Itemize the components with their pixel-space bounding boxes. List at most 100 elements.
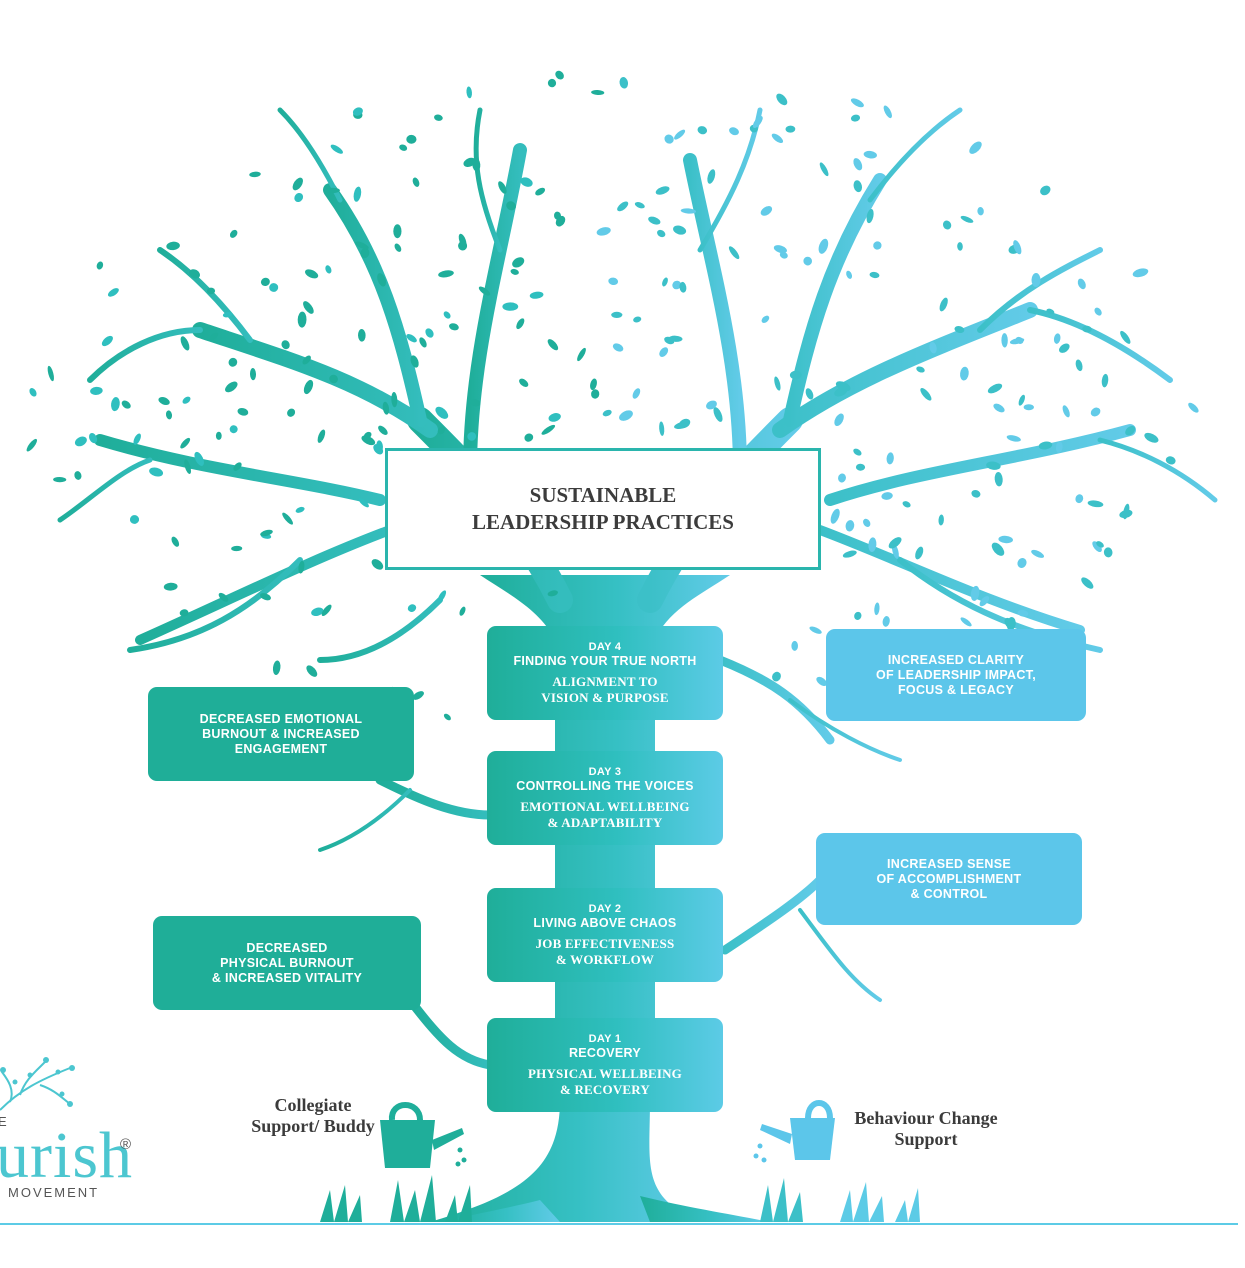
leaf [89, 432, 98, 444]
leaf [855, 463, 866, 471]
outcome-accomplishment-box: INCREASED SENSE OF ACCOMPLISHMENT & CONT… [816, 833, 1082, 925]
logo-registered-mark: ® [120, 1136, 132, 1153]
leaf [391, 392, 398, 408]
leaf [1101, 373, 1109, 388]
leaf [47, 365, 54, 382]
leaf [107, 288, 119, 297]
logo-sprig-icon [0, 1061, 71, 1111]
leaf [1040, 185, 1051, 196]
leaf [194, 451, 204, 466]
leaf [1038, 441, 1053, 450]
day-4-sub: ALIGNMENT TO VISION & PURPOSE [487, 674, 723, 706]
support-left-line-1: Collegiate [274, 1095, 352, 1115]
leaf [121, 400, 131, 409]
leaf [101, 335, 113, 347]
leaf [960, 215, 974, 223]
leaf [292, 177, 303, 191]
watering-can-left-icon [380, 1102, 467, 1168]
leaf [548, 413, 561, 422]
logo-subtitle: MOVEMENT [8, 1185, 100, 1200]
leaf [752, 116, 763, 128]
leaf [305, 269, 319, 279]
leaf [231, 545, 243, 552]
support-left-label: Collegiate Support/ Buddy [248, 1095, 378, 1137]
leaf [772, 671, 781, 682]
leaf [171, 536, 180, 547]
leaf [373, 444, 384, 455]
leaf [352, 107, 363, 116]
leaf [260, 529, 273, 537]
leaf [729, 127, 739, 136]
leaf [612, 343, 624, 352]
leaf [673, 225, 687, 235]
leaf [1009, 337, 1025, 345]
leaf [399, 144, 408, 151]
leaf [969, 141, 982, 154]
tree-roots [430, 1100, 770, 1222]
leaf [834, 413, 844, 427]
support-left-line-2: Support/ Buddy [251, 1116, 375, 1136]
leaf [295, 506, 305, 513]
leaf [611, 311, 623, 318]
leaf [294, 192, 304, 203]
leaf [869, 271, 880, 279]
leaf [838, 473, 846, 483]
leaf [873, 241, 882, 250]
day-2-sub-line-1: JOB EFFECTIVENESS [535, 935, 675, 951]
leaf [998, 535, 1013, 544]
leaf [1094, 307, 1102, 316]
logo-sprig-leaves [0, 1057, 75, 1107]
leaf [1031, 273, 1041, 287]
leaf [577, 347, 586, 362]
leaf [779, 251, 788, 259]
leaf [854, 611, 862, 620]
watering-can-right-icon [753, 1100, 835, 1163]
leaf [680, 208, 697, 214]
leaf [664, 134, 674, 144]
leaf [249, 171, 261, 178]
tree-branches-right [637, 107, 1218, 1002]
leaf [1103, 547, 1113, 558]
leaf [406, 334, 417, 343]
leaf [954, 325, 965, 334]
leaf [377, 273, 387, 287]
day-1-box: DAY 1 RECOVERY PHYSICAL WELLBEING & RECO… [487, 1018, 723, 1112]
leaf [325, 187, 340, 194]
outcome-emotional-line-3: ENGAGEMENT [234, 741, 328, 756]
leaf [957, 242, 963, 251]
leaf [853, 180, 863, 193]
leaf [74, 436, 87, 447]
leaf [818, 238, 829, 254]
leaf [853, 158, 863, 171]
leaf [619, 77, 629, 89]
leaf [1120, 330, 1131, 344]
outcome-accomplishment-line-3: & CONTROL [910, 886, 988, 901]
leaf [1053, 333, 1061, 344]
leaf [1081, 577, 1094, 589]
support-right-line-1: Behaviour Change [854, 1108, 998, 1128]
leaf [819, 162, 829, 177]
leaf [853, 448, 862, 456]
outcome-physical-line-2: PHYSICAL BURNOUT [220, 955, 354, 970]
leaf [443, 713, 451, 721]
leaf [215, 431, 222, 440]
leaf [617, 201, 629, 212]
leaf [679, 281, 687, 293]
leaf [419, 337, 427, 348]
leaf [761, 315, 770, 323]
leaf [378, 425, 388, 435]
leaf [591, 89, 605, 96]
leaf [179, 609, 189, 617]
leaf [443, 311, 451, 319]
leaf [915, 546, 924, 560]
leaf [547, 78, 557, 88]
leaf [1004, 617, 1015, 629]
leaf [776, 93, 788, 106]
leaf [633, 316, 642, 323]
leaf [297, 311, 307, 328]
outcome-emotional-line-1: DECREASED EMOTIONAL [199, 711, 363, 726]
day-1-label: DAY 1 [588, 1032, 622, 1045]
day-1-sub-line-1: PHYSICAL WELLBEING [528, 1065, 682, 1081]
leaf [29, 388, 37, 397]
leaf [657, 229, 666, 238]
